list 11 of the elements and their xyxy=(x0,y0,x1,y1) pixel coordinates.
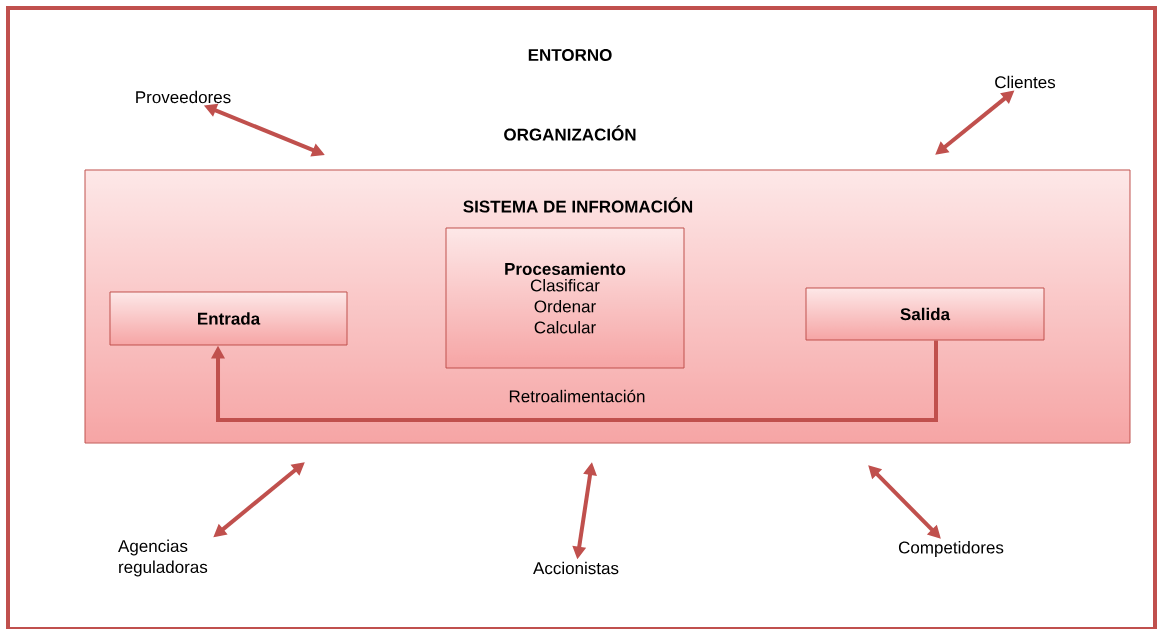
stakeholder-label: Agencias reguladoras xyxy=(118,539,208,577)
process-box: Entrada xyxy=(109,291,348,346)
arrow xyxy=(211,340,938,422)
edge-label: Retroalimentación xyxy=(509,389,645,403)
stakeholder-label: Competidores xyxy=(898,541,1004,557)
stakeholder-label: Clientes xyxy=(995,75,1056,89)
heading: ORGANIZACIÓN xyxy=(504,125,636,141)
process-box: Procesamiento Clasificar Ordenar Calcular xyxy=(445,227,685,369)
stakeholder-label: Accionistas xyxy=(533,561,619,575)
process-box: Salida xyxy=(805,287,1045,341)
stakeholder-label: Proveedores xyxy=(136,90,231,104)
